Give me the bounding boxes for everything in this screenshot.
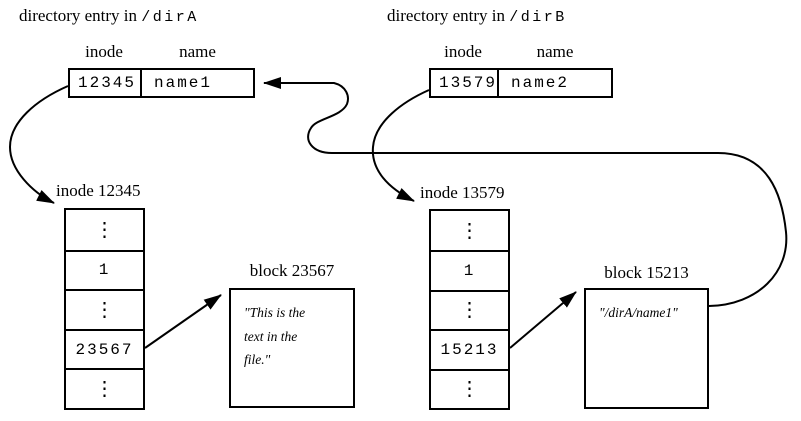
inode-12345-label: inode 12345 xyxy=(56,181,141,200)
dira-entry-to-inode-curve xyxy=(8,85,69,204)
inode-row: 15213 xyxy=(431,329,508,368)
inode-12345-table: ⋮ 1 ⋮ 23567 ⋮ xyxy=(64,208,145,410)
dir-b-name-cell: name2 xyxy=(511,74,570,92)
dir-b-name-header: name xyxy=(536,42,574,61)
dir-a-title-path: /dirA xyxy=(141,9,199,26)
inode-row: 1 xyxy=(431,250,508,289)
dir-a-inode-cell: 12345 xyxy=(70,70,142,96)
block-23567: "This is the text in the file." xyxy=(229,288,355,408)
dir-b-inode-header: inode xyxy=(444,42,482,61)
inode-row: ⋮ xyxy=(459,219,480,242)
dir-b-title-path: /dirB xyxy=(509,9,567,26)
inode-b-to-block-arrow xyxy=(509,291,577,349)
block-text-line: text in the xyxy=(244,328,298,344)
block-15213: "/dirA/name1" xyxy=(584,288,709,409)
inode-row: ⋮ xyxy=(94,218,115,241)
inode-row: 23567 xyxy=(66,328,143,369)
inode-row: 1 xyxy=(66,249,143,290)
dir-b-title-text: directory entry in xyxy=(387,6,506,25)
block-15213-label: block 15213 xyxy=(604,263,689,282)
dir-a-entry-table: 12345 name1 xyxy=(68,68,255,98)
inode-a-to-block-arrow xyxy=(144,294,222,349)
inode-row: ⋮ xyxy=(66,368,143,408)
symlink-resolution-curve xyxy=(263,77,788,307)
dir-a-name-cell: name1 xyxy=(154,74,213,92)
dir-a-title: directory entry in /dirA xyxy=(19,6,199,26)
dir-a-title-text: directory entry in xyxy=(19,6,138,25)
block-text-line: "/dirA/name1" xyxy=(599,305,678,320)
inode-13579-table: ⋮ 1 ⋮ 15213 ⋮ xyxy=(429,209,510,410)
dirb-entry-to-inode-curve xyxy=(371,89,430,202)
inode-row: ⋮ xyxy=(66,289,143,329)
block-23567-label: block 23567 xyxy=(249,261,335,280)
block-text-line: file." xyxy=(244,352,271,367)
inode-row: ⋮ xyxy=(431,289,508,329)
dir-a-name-header: name xyxy=(179,42,216,61)
dir-b-title: directory entry in /dirB xyxy=(387,6,567,26)
dir-a-inode-header: inode xyxy=(85,42,123,61)
dir-b-inode-cell: 13579 xyxy=(431,70,499,96)
inode-row: ⋮ xyxy=(431,368,508,408)
block-text-line: "This is the xyxy=(244,305,306,320)
dir-b-entry-table: 13579 name2 xyxy=(429,68,613,98)
inode-13579-label: inode 13579 xyxy=(420,183,505,202)
